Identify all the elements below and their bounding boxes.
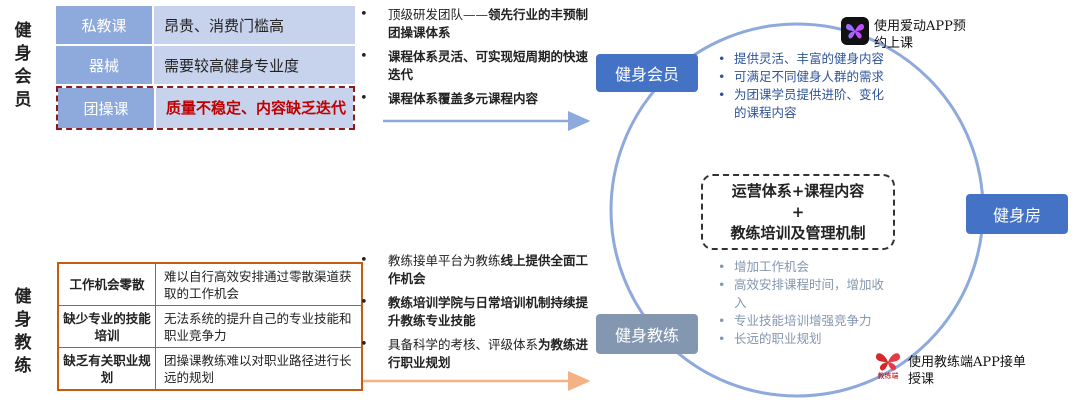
coach-row-desc: 团操课教练难以对职业路径进行长远的规划: [164, 352, 352, 385]
center-plus: +: [791, 203, 805, 221]
bullet-bold: 为教练进行职业规划: [388, 337, 589, 370]
list-item: 课程体系覆盖多元课程内容: [360, 90, 592, 108]
table-row: 缺少专业的技能培训 无法系统的提升自己的专业技能和职业竞争力: [59, 306, 361, 348]
members-row-name: 器械: [56, 46, 154, 84]
core-system-box: 运营体系+课程内容 + 教练培训及管理机制: [701, 174, 895, 250]
list-item: 提供灵活、丰富的健身内容: [716, 50, 896, 68]
coach-tag-label: 健身教练: [614, 326, 679, 345]
list-item: 可满足不同健身人群的需求: [716, 68, 896, 86]
members-row-desc: 需要较高健身专业度: [154, 46, 355, 84]
coach-row-name: 工作机会零散: [59, 264, 156, 305]
members-row: 私教课 昂贵、消费门槛高: [56, 6, 355, 44]
member-benefits: 提供灵活、丰富的健身内容 可满足不同健身人群的需求 为团课学员提供进阶、变化的课…: [716, 50, 896, 122]
table-row: 工作机会零散 难以自行高效安排通过零散渠道获取的工作机会: [59, 264, 361, 306]
coaches-side-label: 健身教练: [12, 286, 34, 378]
center-line1: 运营体系+课程内容: [731, 182, 865, 200]
members-solution-list: 顶级研发团队——领先行业的丰预制团操课体系 课程体系灵活、可实现短周期的快速迭代…: [360, 6, 592, 114]
list-item: 增加工作机会: [716, 258, 896, 276]
bullet-bold: 课程体系覆盖多元课程内容: [388, 91, 539, 106]
list-item: 为团课学员提供进阶、变化的课程内容: [716, 86, 896, 122]
center-line2: 教练培训及管理机制: [730, 224, 866, 242]
coach-app-icon: 教练端: [872, 350, 904, 384]
coach-row-name: 缺少专业的技能培训: [59, 306, 156, 347]
list-item: 教练接单平台为教练线上提供全面工作机会: [360, 252, 592, 288]
list-item: 长远的职业规划: [716, 330, 896, 348]
coach-row-desc: 难以自行高效安排通过零散渠道获取的工作机会: [164, 268, 352, 301]
member-app-label: 使用爱动APP预约上课: [874, 19, 966, 51]
bullet-plain: 顶级研发团队——: [388, 7, 489, 22]
member-app-icon: [841, 17, 869, 45]
list-item: 教练培训学院与日常培训机制持续提升教练专业技能: [360, 294, 592, 330]
coach-tag: 健身教练: [596, 314, 698, 354]
coaches-pain-table: 工作机会零散 难以自行高效安排通过零散渠道获取的工作机会 缺少专业的技能培训 无…: [57, 262, 363, 391]
coach-row-desc: 无法系统的提升自己的专业技能和职业竞争力: [164, 310, 352, 343]
bullet-bold: 领先行业的丰预制团操课体系: [388, 7, 589, 40]
members-row: 器械 需要较高健身专业度: [56, 46, 355, 84]
coach-row-name: 缺乏有关职业规划: [59, 348, 156, 389]
members-row-name: 私教课: [56, 6, 154, 44]
members-row-highlight: 团操课 质量不稳定、内容缺乏迭代: [56, 86, 355, 130]
list-item: 专业技能培训增强竞争力: [716, 312, 896, 330]
butterfly-icon: [876, 353, 900, 371]
table-row: 缺乏有关职业规划 团操课教练难以对职业路径进行长远的规划: [59, 348, 361, 389]
coach-benefits: 增加工作机会 高效安排课程时间，增加收入 专业技能培训增强竞争力 长远的职业规划: [716, 258, 896, 348]
members-row-desc: 质量不稳定、内容缺乏迭代: [156, 88, 353, 128]
butterfly-icon: [846, 23, 864, 39]
coaches-solution-list: 教练接单平台为教练线上提供全面工作机会 教练培训学院与日常培训机制持续提升教练专…: [360, 252, 592, 378]
list-item: 顶级研发团队——领先行业的丰预制团操课体系: [360, 6, 592, 42]
members-side-label-text: 健身会员: [14, 21, 32, 110]
coaches-side-label-text: 健身教练: [14, 287, 32, 376]
members-row-name: 团操课: [58, 88, 156, 128]
gym-tag: 健身房: [966, 194, 1068, 234]
gym-tag-label: 健身房: [992, 206, 1041, 225]
bullet-plain: 具备科学的考核、评级体系: [388, 337, 539, 352]
member-tag: 健身会员: [596, 54, 698, 92]
list-item: 高效安排课程时间，增加收入: [716, 276, 896, 312]
bullet-plain: 教练接单平台为教练: [388, 253, 501, 268]
bullet-bold: 课程体系灵活、可实现短周期的快速迭代: [388, 49, 589, 82]
list-item: 具备科学的考核、评级体系为教练进行职业规划: [360, 336, 592, 372]
coach-logo-text: 教练端: [877, 372, 899, 380]
bullet-bold: 线上提供全面工作机会: [388, 253, 589, 286]
members-pain-table: 私教课 昂贵、消费门槛高 器械 需要较高健身专业度 团操课 质量不稳定、内容缺乏…: [56, 6, 355, 132]
list-item: 课程体系灵活、可实现短周期的快速迭代: [360, 48, 592, 84]
member-tag-label: 健身会员: [614, 65, 679, 84]
coach-app-label: 使用教练端APP接单授课: [908, 355, 1026, 387]
members-side-label: 健身会员: [12, 20, 34, 112]
bullet-bold: 教练培训学院与日常培训机制持续提升教练专业技能: [388, 295, 589, 328]
members-row-desc: 昂贵、消费门槛高: [154, 6, 355, 44]
